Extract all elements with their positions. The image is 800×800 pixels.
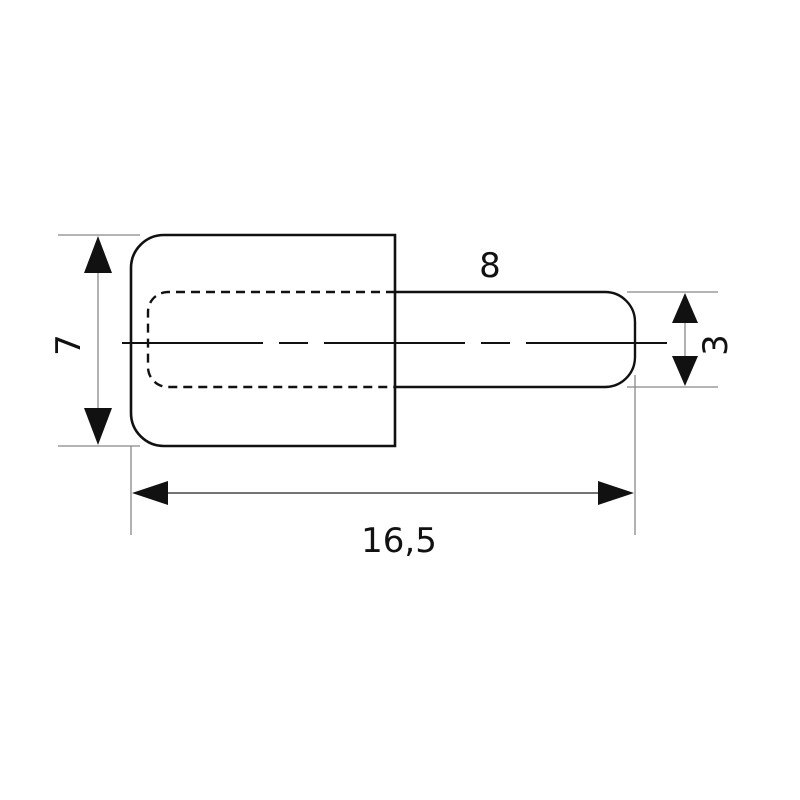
hidden-bore-outline (146, 290, 395, 389)
head-outline (129, 233, 397, 448)
arrow-left-icon (132, 481, 168, 505)
dimension-label-pin-length: 8 (479, 246, 501, 286)
dimension-label-total-length: 16,5 (361, 521, 437, 561)
dimension-label-height: 7 (49, 334, 89, 356)
arrow-up-icon (84, 236, 112, 273)
pin-outline (395, 290, 637, 389)
arrowheads (84, 236, 698, 505)
dimension-label-pin-diameter: 3 (696, 334, 736, 356)
arrow-right-icon (598, 481, 634, 505)
arrow-down-icon (84, 408, 112, 445)
extension-lines (58, 234, 718, 535)
arrow-up-icon (672, 293, 698, 323)
arrow-down-icon (672, 356, 698, 386)
